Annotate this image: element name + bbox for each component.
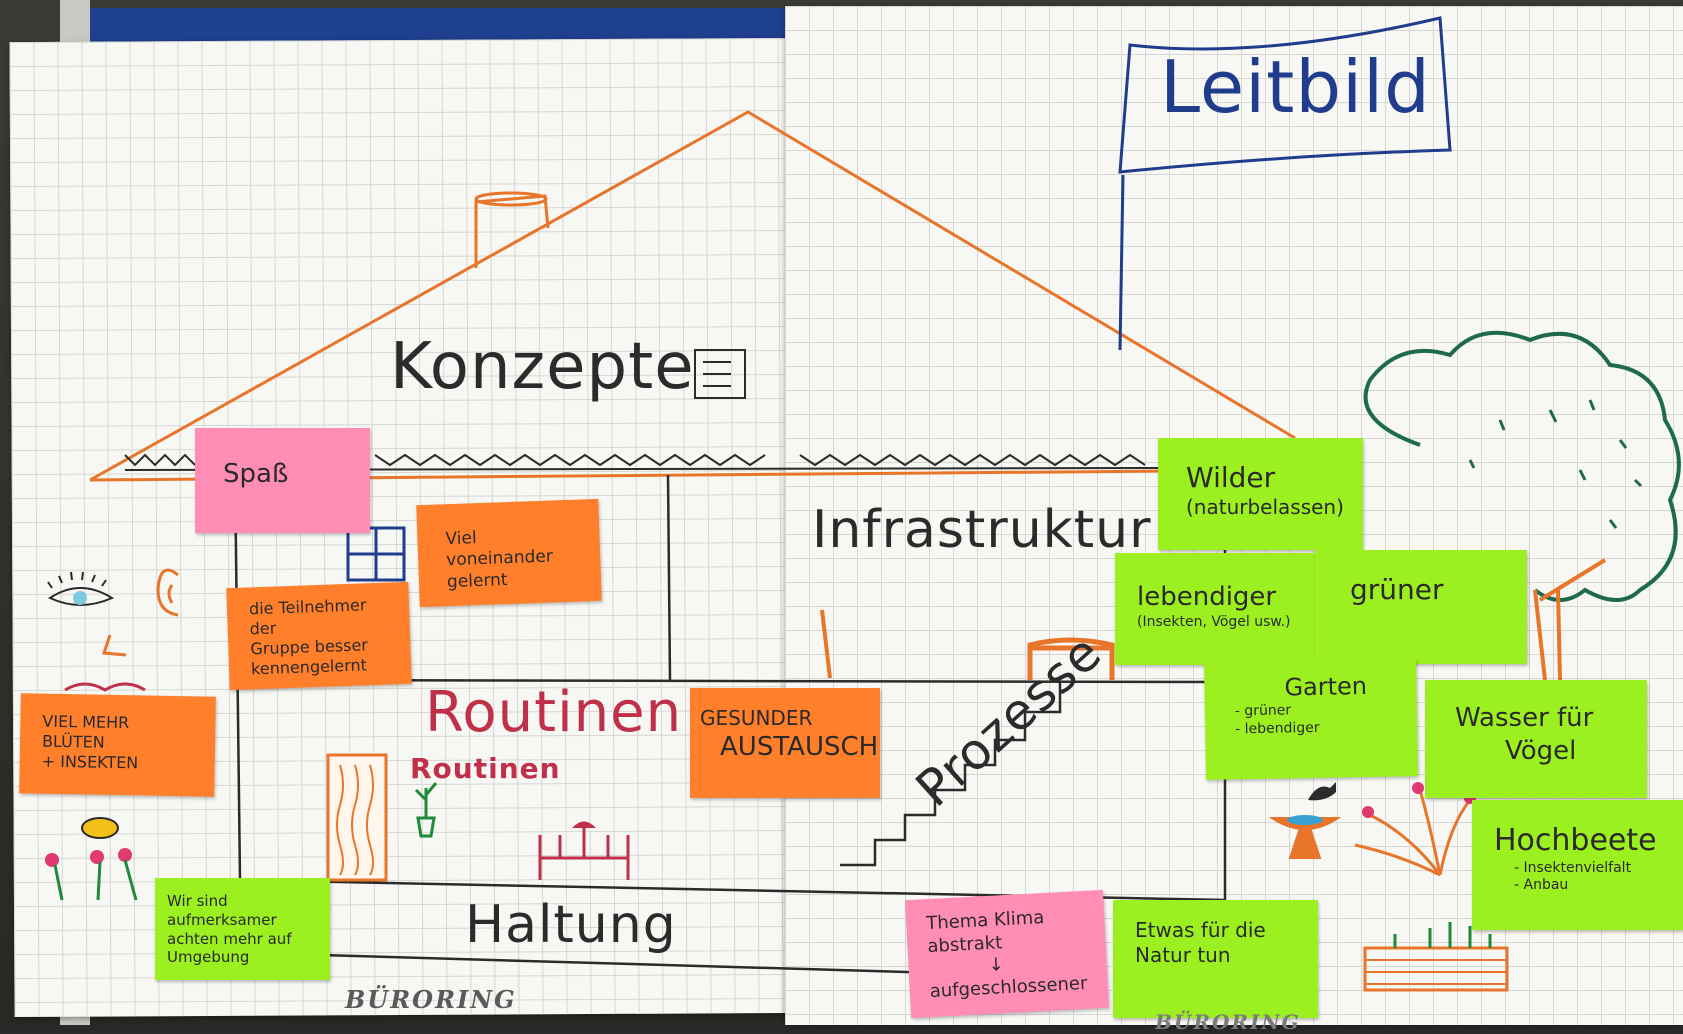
sticky-note-lebendiger: lebendiger (Insekten, Vögel usw.) xyxy=(1115,553,1320,665)
sticky-note-teilnehmer: die Teilnehmer der Gruppe besser kenneng… xyxy=(226,581,412,691)
heading-haltung: Haltung xyxy=(465,895,677,955)
chimney xyxy=(474,194,550,268)
bird-drawing xyxy=(1308,782,1336,801)
table xyxy=(1027,637,1115,680)
checklist-icon xyxy=(694,349,746,399)
bee-drawing xyxy=(81,817,119,839)
sticky-note-klima: Thema Klima abstrakt ↓ aufgeschlossener xyxy=(905,889,1109,1019)
tree-crown xyxy=(1363,330,1681,602)
ear-drawing xyxy=(156,568,179,617)
nose-drawing xyxy=(101,634,127,657)
mouth-drawing xyxy=(64,682,146,692)
heading-konzepte: Konzepte xyxy=(390,330,695,404)
heading-routinen-small: Routinen xyxy=(410,752,561,785)
flower-bush xyxy=(1354,789,1472,877)
chair xyxy=(820,609,832,679)
heading-infrastruktur: Infrastruktur xyxy=(812,500,1152,560)
brand-label-right: BÜRORING xyxy=(1155,1010,1301,1034)
tree-trunk xyxy=(1533,558,1607,681)
floor-3 xyxy=(319,953,1011,977)
inner-wall xyxy=(666,474,672,681)
flag-pole xyxy=(1118,174,1125,351)
sticky-note-austausch: GESUNDER AUSTAUSCH xyxy=(690,688,880,798)
brand-label-left: BÜRORING xyxy=(345,985,517,1014)
heading-leitbild: Leitbild xyxy=(1160,45,1431,129)
potted-plant xyxy=(414,782,438,838)
sticky-note-garten: Garten - grüner - lebendiger xyxy=(1203,658,1419,780)
roof-outline xyxy=(89,110,1296,482)
zigzag-right xyxy=(799,453,1146,467)
sticky-note-bluten: VIEL MEHR BLÜTEN + INSEKTEN xyxy=(19,693,216,797)
heading-routinen: Routinen xyxy=(425,680,683,745)
bird-bath xyxy=(1268,817,1342,859)
staircase xyxy=(840,682,1062,867)
zigzag-center xyxy=(374,453,766,467)
eye-drawing xyxy=(47,587,115,606)
zigzag-left xyxy=(124,453,196,467)
sticky-note-natur: Etwas für die Natur tun xyxy=(1113,900,1318,1018)
sticky-note-hochbeete: Hochbeete - Insektenvielfalt - Anbau xyxy=(1472,800,1683,930)
flag xyxy=(1118,16,1452,174)
dining-table xyxy=(538,828,630,880)
sticky-note-wilder: Wilder (naturbelassen) xyxy=(1158,438,1363,550)
raised-bed-planter xyxy=(1363,946,1509,992)
sticky-note-aufmerksamer: Wir sind aufmerksamer achten mehr auf Um… xyxy=(155,878,330,980)
flowers-left xyxy=(45,848,138,901)
sticky-note-voneinander: Viel voneinander gelernt xyxy=(416,498,602,608)
sticky-note-wasser: Wasser für Vögel xyxy=(1425,680,1647,798)
sticky-note-gruener: grüner xyxy=(1315,550,1527,664)
sticky-note-spass: Spaß xyxy=(195,428,370,533)
